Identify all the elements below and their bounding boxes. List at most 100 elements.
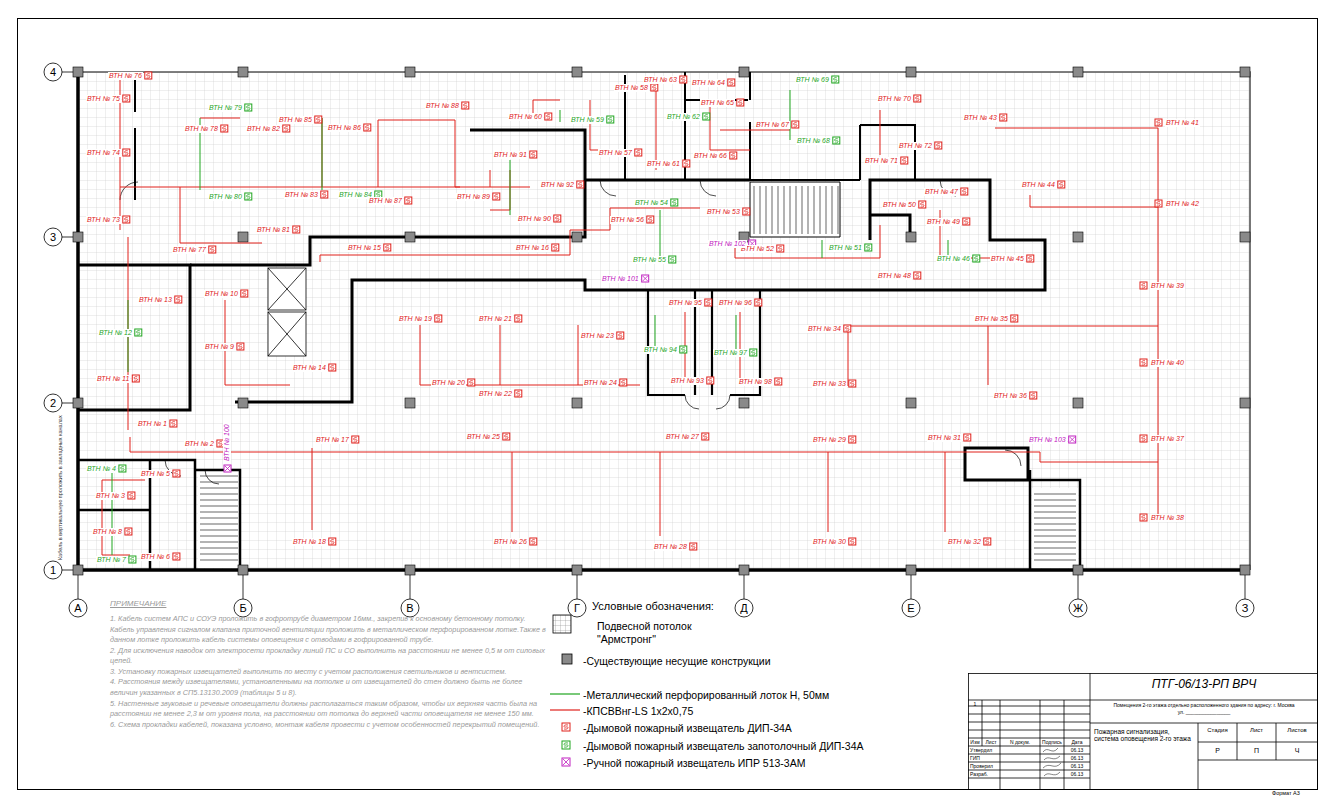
detector-symbol xyxy=(792,121,799,128)
detector-symbol xyxy=(221,125,228,132)
detector-symbol xyxy=(635,149,642,156)
detector-label: ВТН № 10 xyxy=(204,290,239,298)
detector-symbol xyxy=(703,435,706,439)
detector-symbol xyxy=(132,375,139,382)
detector-label: ВТН № 34 xyxy=(807,325,842,333)
detector-symbol xyxy=(239,345,242,349)
title-block-text: Р xyxy=(1198,747,1237,754)
bearing-column xyxy=(572,232,582,242)
detector-symbol xyxy=(209,246,216,253)
title-block-text: Ч xyxy=(1276,747,1318,754)
detector-label: ВТН № 43 xyxy=(963,114,998,122)
detector-symbol xyxy=(1001,116,1004,120)
bearing-column xyxy=(1240,565,1250,575)
detector-symbol xyxy=(691,545,694,549)
detector-symbol xyxy=(175,555,178,559)
detector-symbol xyxy=(246,106,249,110)
detector-label: ВТН № 65 xyxy=(700,99,735,107)
detector-symbol xyxy=(1140,514,1147,521)
detector-symbol xyxy=(902,159,905,163)
detector-symbol xyxy=(690,543,697,550)
detector-symbol xyxy=(119,465,126,472)
detector-symbol xyxy=(618,334,621,338)
detector-symbol xyxy=(1155,200,1162,207)
bearing-column xyxy=(1073,565,1083,575)
detector-symbol xyxy=(173,553,180,560)
inner-walls xyxy=(78,72,1080,570)
detector-label: ВТН № 49 xyxy=(926,218,961,226)
manual-callpoint-label: ВТН № 103 xyxy=(1028,436,1067,444)
legend-samples xyxy=(563,759,569,765)
detector-label: ВТН № 67 xyxy=(755,121,790,129)
note-text: 1. Кабель систем АПС и СОУЭ проложить в … xyxy=(110,614,550,646)
title-block-text: Дата xyxy=(1064,740,1090,745)
door-swings xyxy=(165,450,1021,484)
outer-walls xyxy=(78,72,1250,570)
axis-marks xyxy=(44,63,1254,617)
detector-symbol xyxy=(705,299,712,306)
detector-symbol xyxy=(237,343,244,350)
axis-marks xyxy=(69,599,87,617)
detector-symbol xyxy=(135,329,142,336)
detector-symbol xyxy=(963,218,970,225)
elevator-shaft xyxy=(268,312,306,356)
detector-label: ВТН № 78 xyxy=(184,125,219,133)
door-swings xyxy=(685,395,730,409)
detector-symbol xyxy=(777,245,784,252)
detector-label: ВТН № 95 xyxy=(668,299,703,307)
legend-text: -Дымовой пожарный извещатель ДИП-34А xyxy=(583,722,792,735)
bearing-column xyxy=(238,398,248,408)
detector-label: ВТН № 92 xyxy=(540,181,575,189)
detector-symbol xyxy=(729,81,732,85)
bearing-column xyxy=(1073,398,1083,408)
detector-symbol xyxy=(964,220,967,224)
detector-symbol xyxy=(125,528,132,535)
detector-symbol xyxy=(1142,516,1145,520)
detector-symbol xyxy=(315,116,322,123)
bearing-column xyxy=(238,67,248,77)
detector-symbol xyxy=(210,248,213,252)
detector-symbol xyxy=(936,144,939,148)
detector-label: ВТН № 53 xyxy=(706,208,741,216)
legend-samples xyxy=(562,741,570,749)
door-swings xyxy=(700,180,716,196)
bearing-column xyxy=(739,565,749,575)
cable-route xyxy=(995,128,1158,207)
detector-symbol xyxy=(468,379,475,386)
bearing-column xyxy=(73,67,83,77)
elevator-shaft xyxy=(268,268,306,310)
detector-symbol xyxy=(175,296,182,303)
detector-symbol xyxy=(743,208,750,215)
axis-marks xyxy=(44,228,62,246)
cable-route xyxy=(102,80,1158,555)
detector-symbol xyxy=(493,193,500,200)
detector-symbol xyxy=(553,246,556,250)
title-block-text: Лист xyxy=(982,740,1000,745)
title-block-text: Пожарная сигнализация, система оповещени… xyxy=(1094,728,1194,743)
detector-symbol xyxy=(1157,121,1160,125)
inner-walls xyxy=(78,265,190,410)
note-text: 2. Для исключения наводок от электросети… xyxy=(110,646,550,667)
bearing-column xyxy=(73,232,83,242)
detector-symbol xyxy=(833,78,836,82)
detector-symbol xyxy=(293,226,300,233)
cable-route xyxy=(533,100,600,150)
detector-label: ВТН № 41 xyxy=(1165,119,1200,127)
door-swings xyxy=(120,180,1021,484)
detector-symbol xyxy=(849,380,856,387)
detector-label: ВТН № 26 xyxy=(493,538,528,546)
detector-symbol xyxy=(608,118,611,122)
axis-marks xyxy=(1236,599,1254,617)
axis-label: 2 xyxy=(44,397,62,409)
cable-route xyxy=(848,326,1158,386)
title-block-text: 1 xyxy=(968,702,982,707)
detector-symbol xyxy=(219,442,222,446)
detector-symbol xyxy=(793,123,796,127)
detector-label: ВТН № 11 xyxy=(96,375,130,383)
detector-label: ВТН № 56 xyxy=(610,216,645,224)
detector-symbol xyxy=(146,74,149,78)
sheet-frame xyxy=(18,19,1318,790)
title-block-text: ул. ________________ xyxy=(1092,710,1316,715)
detector-symbol xyxy=(985,540,988,544)
bearing-column xyxy=(1240,398,1250,408)
